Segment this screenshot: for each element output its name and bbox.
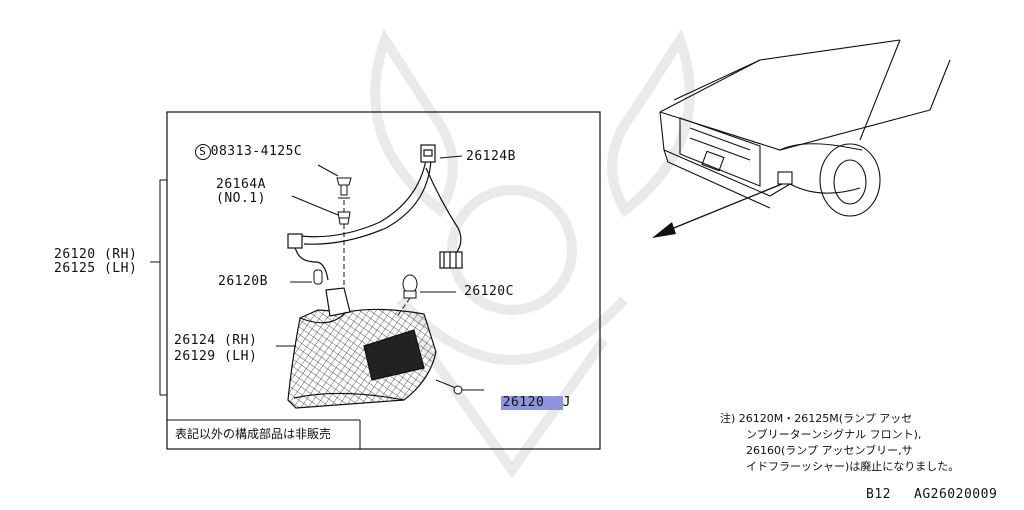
clip-note: (NO.1): [216, 191, 266, 206]
screw-j-highlight[interactable]: 26120: [500, 396, 563, 410]
lens-rh-label: 26124 (RH): [174, 333, 258, 348]
model-code: B12: [866, 487, 891, 502]
screw-mark: S: [194, 144, 211, 160]
bulb-b-label: 26120B: [218, 274, 268, 289]
bulb-b-part: [313, 269, 323, 285]
bulb-c-part: [402, 274, 418, 299]
harness-label: 26124B: [466, 149, 516, 164]
screw-j-suffix: J: [562, 395, 571, 410]
assembly-rh-label: 26120 (RH): [54, 247, 138, 262]
screw-part-number: 08313-4125C: [210, 144, 303, 159]
harness-part: [287, 144, 463, 281]
parts-box: [166, 111, 601, 450]
footnote-line-3: 26160(ランプ アッセンブリー,サ: [746, 444, 913, 457]
screw-j-part: [435, 379, 463, 395]
arrow-head: [652, 222, 676, 238]
screw-part: [336, 177, 352, 199]
lens-housing: [287, 287, 437, 409]
footnote-line-4: イドフラーッシャー)は廃止になりました。: [746, 460, 960, 473]
assembly-lh-label: 26125 (LH): [54, 261, 138, 276]
car-sketch: [659, 39, 951, 217]
footnote-line-1: 注) 26120M・26125M(ランプ アッセ: [720, 412, 913, 425]
diagram-code: AG26020009: [914, 487, 998, 502]
box-note: 表記以外の構成部品は非販売: [175, 427, 332, 441]
clip-label: 26164A: [216, 177, 266, 192]
lens-lh-label: 26129 (LH): [174, 349, 258, 364]
footnote-line-2: ンブリーターンシグナル フロント),: [746, 428, 922, 441]
clip-part: [337, 211, 351, 225]
bulb-c-label: 26120C: [464, 284, 514, 299]
